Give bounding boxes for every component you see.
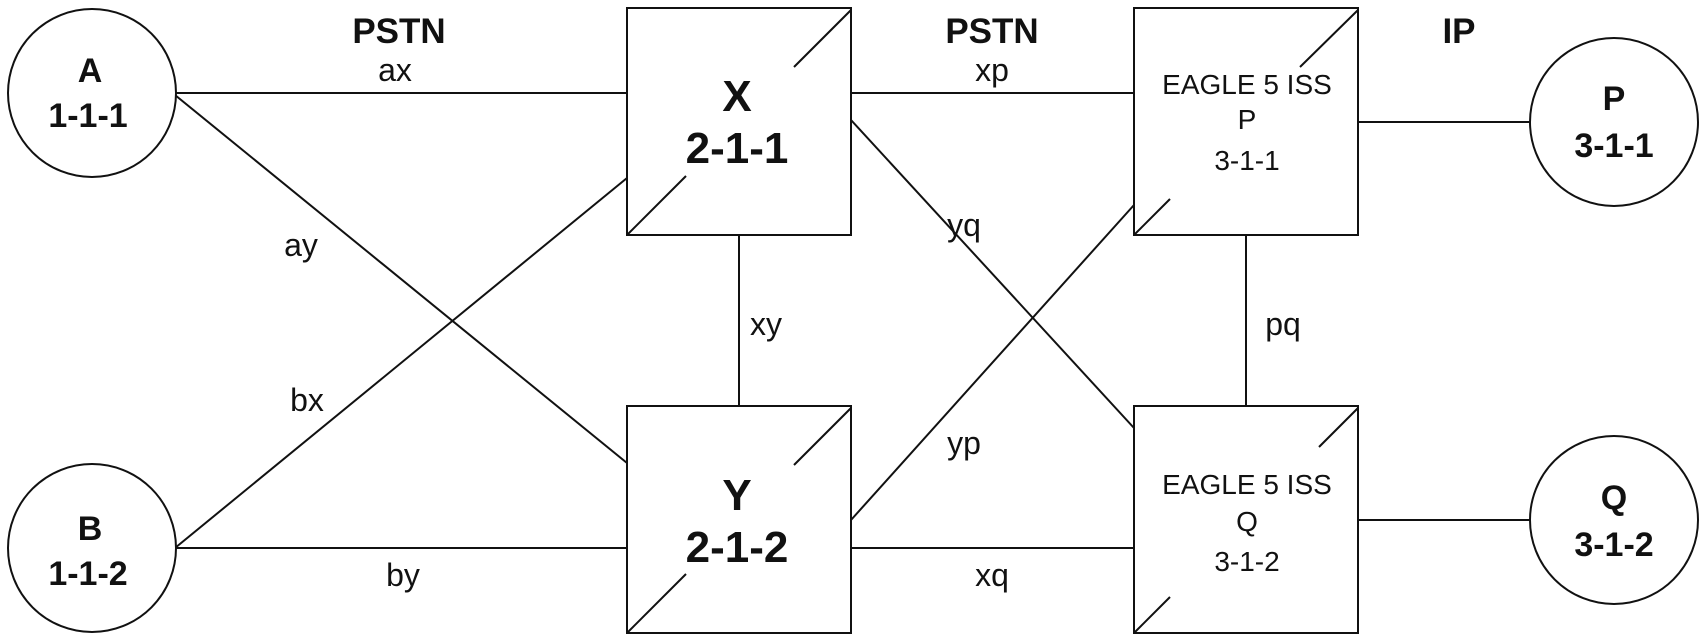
node-P-name: P: [1603, 80, 1626, 118]
link-label-xp: xp: [975, 52, 1009, 88]
node-P-circle: [1529, 37, 1699, 207]
node-eagle-Q-diag-bottom: [1133, 596, 1171, 634]
header-pstn-left: PSTN: [352, 12, 445, 51]
node-eagle-P-title: EAGLE 5 ISS: [1162, 69, 1332, 100]
node-eagle-P-name: P: [1238, 104, 1257, 135]
link-label-bx: bx: [290, 382, 324, 418]
link-label-xy: xy: [750, 306, 782, 342]
node-X-diag-bottom: [626, 175, 687, 236]
node-Q: Q 3-1-2: [1529, 435, 1699, 605]
node-Y-diag-top: [793, 407, 852, 466]
link-label-yq: yq: [947, 207, 981, 243]
node-eagle-Q-code: 3-1-2: [1214, 546, 1279, 577]
node-eagle-Q: EAGLE 5 ISS Q 3-1-2: [1133, 405, 1359, 634]
node-A: A 1-1-1: [7, 8, 177, 178]
node-A-code: 1-1-1: [48, 97, 127, 135]
header-pstn-right: PSTN: [945, 12, 1038, 51]
node-eagle-P-code: 3-1-1: [1214, 145, 1279, 176]
node-X-name: X: [722, 72, 751, 121]
node-X-diag-top: [793, 9, 852, 68]
link-label-pq: pq: [1265, 306, 1301, 342]
node-Y-name: Y: [722, 471, 751, 520]
node-P-code: 3-1-1: [1574, 127, 1653, 165]
node-eagle-P: EAGLE 5 ISS P 3-1-1: [1133, 7, 1359, 236]
link-label-xq: xq: [975, 557, 1009, 593]
node-eagle-Q-box: [1133, 405, 1359, 634]
node-A-name: A: [78, 52, 103, 90]
node-B: B 1-1-2: [7, 463, 177, 633]
node-Q-circle: [1529, 435, 1699, 605]
node-eagle-P-diag-bottom: [1133, 198, 1171, 236]
link-label-by: by: [386, 557, 420, 593]
node-X-code: 2-1-1: [686, 124, 789, 173]
node-P: P 3-1-1: [1529, 37, 1699, 207]
node-eagle-P-diag-top: [1299, 9, 1359, 68]
node-Q-name: Q: [1601, 479, 1627, 517]
link-ay: [174, 94, 628, 464]
node-B-circle: [7, 463, 177, 633]
node-Q-code: 3-1-2: [1574, 526, 1653, 564]
node-eagle-Q-name: Q: [1236, 506, 1258, 537]
link-label-ax: ax: [378, 52, 412, 88]
node-Y: Y 2-1-2: [626, 405, 852, 634]
node-B-name: B: [78, 510, 103, 548]
node-Y-diag-bottom: [626, 573, 687, 634]
node-eagle-Q-diag-top: [1318, 407, 1359, 448]
link-bx: [174, 177, 628, 549]
header-ip: IP: [1442, 12, 1475, 51]
node-A-circle: [7, 8, 177, 178]
node-Y-code: 2-1-2: [686, 523, 789, 572]
link-label-yp: yp: [947, 425, 981, 461]
node-X: X 2-1-1: [626, 7, 852, 236]
node-eagle-Q-title: EAGLE 5 ISS: [1162, 469, 1332, 500]
link-yp: [850, 204, 1135, 521]
link-label-ay: ay: [284, 227, 318, 263]
links: [174, 92, 1530, 549]
node-B-code: 1-1-2: [48, 555, 127, 593]
link-yq: [850, 119, 1135, 429]
